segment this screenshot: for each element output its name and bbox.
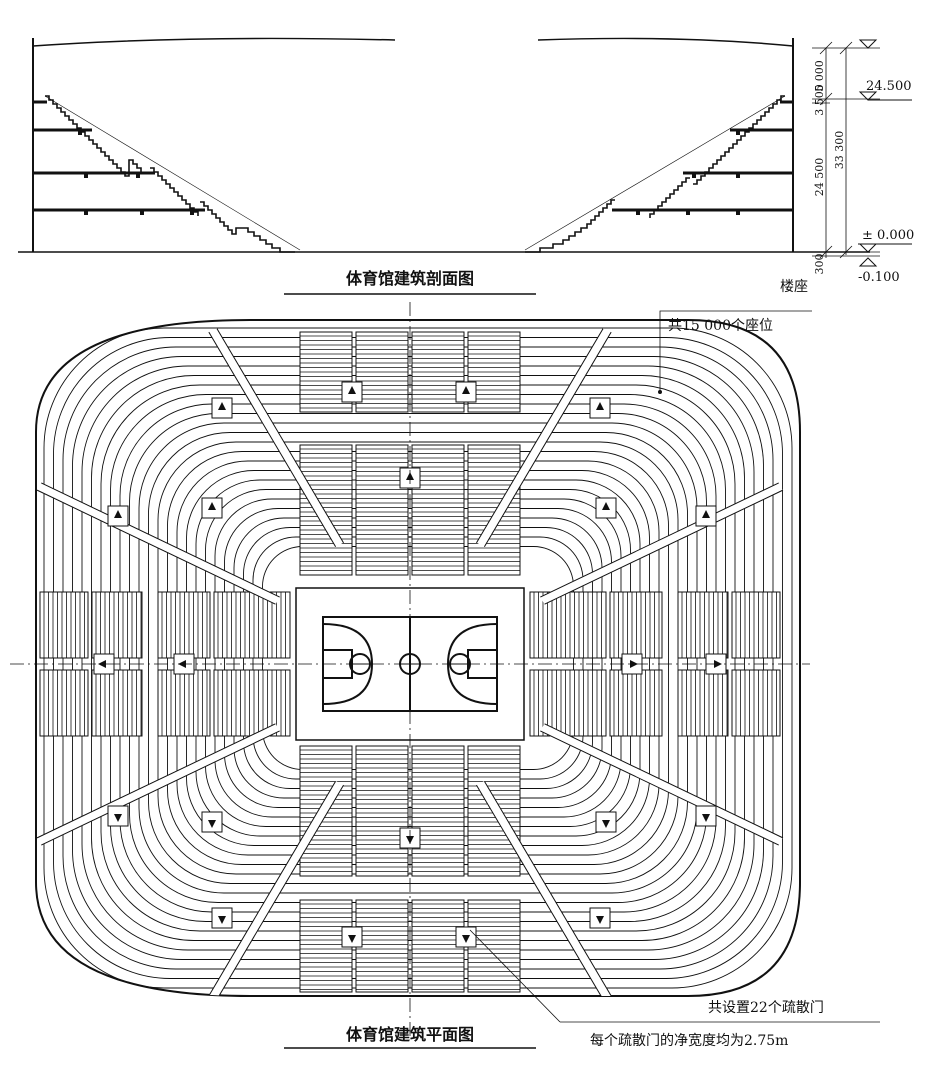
dimension-24500: 24 500	[813, 158, 826, 197]
radial-aisle	[37, 723, 280, 846]
radial-aisle	[540, 723, 783, 846]
seating-tier-right-lower	[525, 199, 615, 253]
radial-aisle	[476, 780, 612, 996]
seat-block	[91, 669, 143, 737]
exit-door-marker	[589, 907, 611, 929]
seat-block	[355, 745, 409, 877]
roof-left	[32, 37, 396, 47]
exit-door-marker	[201, 497, 223, 519]
elevation-ground: ± 0.000	[862, 228, 914, 243]
seat-block	[609, 591, 663, 659]
exit-door-marker	[455, 381, 477, 403]
seat-block	[467, 331, 521, 413]
seat-block	[411, 899, 465, 993]
plan-drawing: 楼座 共15 000个座位 共设置22个疏散门 每个疏散门的净宽度均为2.75m…	[10, 279, 880, 1049]
seat-block	[355, 331, 409, 413]
seat-block	[411, 745, 465, 877]
exit-door-marker	[589, 397, 611, 419]
exit-door-marker	[107, 505, 129, 527]
exit-door-marker	[107, 805, 129, 827]
slab-supports	[78, 131, 740, 215]
seat-block	[467, 444, 521, 576]
seat-block	[467, 745, 521, 877]
seat-block	[677, 591, 729, 659]
radial-aisle	[208, 327, 344, 548]
seat-block	[299, 444, 353, 576]
seating-tier-left-lower	[200, 201, 295, 253]
seat-block	[91, 591, 143, 659]
seat-count-label: 共15 000个座位	[668, 318, 773, 334]
exit-door-marker	[211, 907, 233, 929]
leader-dot	[658, 390, 662, 394]
roof-right	[537, 37, 794, 47]
exits-label: 共设置22个疏散门	[708, 1000, 824, 1016]
dimension-3500: 3 500	[813, 84, 826, 116]
exit-door-marker	[455, 926, 477, 948]
seat-block	[39, 591, 89, 659]
radial-aisle	[476, 327, 612, 548]
seating-tier-right-upper	[693, 95, 785, 185]
exit-door-marker	[695, 505, 717, 527]
plan-title: 体育馆建筑平面图	[346, 1025, 474, 1044]
elevation-markers	[858, 39, 912, 267]
seat-block	[677, 669, 729, 737]
dimension-33300: 33 300	[833, 131, 846, 170]
seat-block	[157, 591, 211, 659]
seat-block	[731, 669, 781, 737]
balcony-label: 楼座	[780, 279, 808, 295]
seating-tier-right-middle	[649, 177, 690, 218]
exit-door-marker	[341, 926, 363, 948]
seat-blocks	[39, 331, 781, 993]
seat-block	[157, 669, 211, 737]
stair-rail-right	[524, 95, 786, 251]
seat-block	[529, 669, 607, 737]
radial-aisle	[208, 780, 344, 996]
center-axes	[10, 302, 810, 1040]
radial-aisle	[540, 482, 783, 605]
section-drawing: 24.500 ± 0.000 -0.100 5 000 3 500 24 500…	[18, 37, 914, 295]
floor-slabs-right	[612, 100, 793, 212]
seat-block	[213, 669, 291, 737]
leader-lines	[469, 310, 880, 1023]
radial-aisle	[37, 482, 280, 605]
elevation-basement: -0.100	[858, 270, 900, 285]
floor-slabs-left	[33, 100, 205, 212]
seating-tier-left-middle	[150, 167, 199, 216]
seat-block	[355, 899, 409, 993]
seat-block	[411, 444, 465, 576]
seat-block	[467, 899, 521, 993]
seat-block	[609, 669, 663, 737]
plan-outer-boundary	[35, 319, 801, 997]
seat-block	[529, 591, 607, 659]
section-title: 体育馆建筑剖面图	[346, 269, 474, 288]
dimension-300: 300	[813, 254, 826, 275]
stair-rail-left	[44, 95, 301, 251]
dimension-5000: 5 000	[813, 60, 826, 92]
seat-block	[731, 591, 781, 659]
exit-door-marker	[595, 811, 617, 833]
seat-block	[411, 331, 465, 413]
radial-aisles	[36, 327, 784, 996]
exit-door-marker	[201, 811, 223, 833]
seat-block	[355, 444, 409, 576]
exit-door-marker	[211, 397, 233, 419]
seat-block	[39, 669, 89, 737]
exit-width-label: 每个疏散门的净宽度均为2.75m	[590, 1032, 788, 1049]
seat-block	[213, 591, 291, 659]
exit-door-marker	[595, 497, 617, 519]
exit-door-marker	[341, 381, 363, 403]
elevation-top: 24.500	[866, 79, 912, 94]
exit-door-marker	[695, 805, 717, 827]
seating-tier-left-upper	[45, 95, 142, 177]
